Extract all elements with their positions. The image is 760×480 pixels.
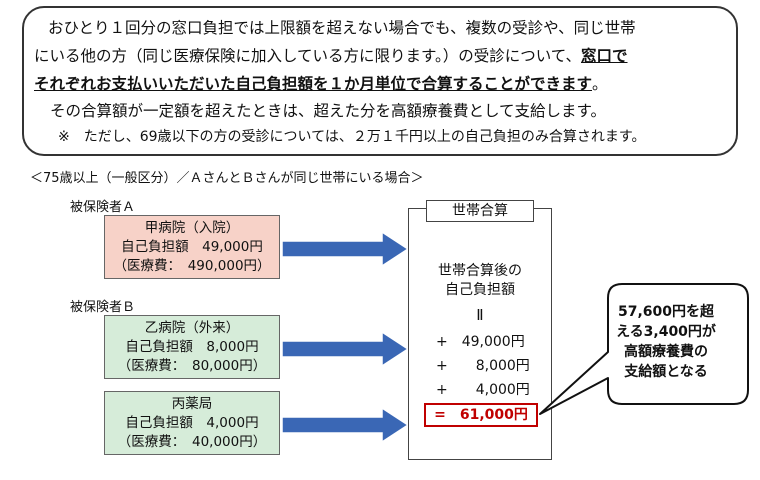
bill-cost: （医療費： 80,000円） (117, 358, 267, 374)
equals-sign: Ⅱ (476, 306, 484, 324)
info-box (22, 6, 738, 156)
household-total-panel (408, 208, 552, 460)
bill-name: 丙薬局 (171, 396, 213, 412)
info-line-2: にいる他の方（同じ医療保険に加入している方に限ります。）の受診について、窓口で (34, 46, 628, 66)
info-note: ※ ただし、69歳以下の方の受診については、２万１千円以上の自己負担のみ合算され… (58, 129, 646, 145)
household-item: + 49,000円 (436, 334, 525, 350)
bubble-line: 57,600円を超 (617, 304, 715, 320)
bill-copay: 自己負担額 8,000円 (125, 339, 259, 355)
insured-b-label: 被保険者Ｂ (70, 300, 136, 315)
bill-name: 乙病院（外来） (144, 320, 240, 336)
bill-name: 甲病院（入院） (144, 220, 240, 236)
info-line-3-emphasis: それぞれお支払いいただいた自己負担額を１か月単位で合算することができます (34, 75, 593, 93)
arrow-right-icon (282, 408, 410, 442)
pharmacy-hei-box: 丙薬局 自己負担額 4,000円 （医療費： 40,000円） (104, 391, 280, 455)
household-title: 世帯合算 (426, 200, 534, 222)
hospital-otsu-box: 乙病院（外来） 自己負担額 8,000円 （医療費： 80,000円） (104, 315, 280, 379)
hospital-koh-box: 甲病院（入院） 自己負担額 49,000円 （医療費： 490,000円） (104, 215, 280, 279)
arrow-right-icon (282, 332, 410, 366)
speech-bubble (539, 283, 749, 415)
bubble-message: 57,600円を超 える3,400円が 高額療養費の 支給額となる (584, 302, 748, 382)
bill-cost: （医療費： 40,000円） (117, 434, 267, 450)
arrow-right-icon (282, 232, 410, 266)
household-item: + 8,000円 (436, 358, 530, 374)
household-item: + 4,000円 (436, 382, 530, 398)
bubble-line: 支給額となる (624, 364, 708, 380)
household-subtitle-2: 自己負担額 (445, 282, 515, 298)
bill-copay: 自己負担額 4,000円 (125, 415, 259, 431)
info-line-1: おひとり１回分の窓口負担では上限額を超えない場合でも、複数の受診や、同じ世帯 (48, 19, 636, 37)
insured-a-label: 被保険者Ａ (70, 200, 136, 215)
info-line-3: それぞれお支払いいただいた自己負担額を１か月単位で合算することができます。 (34, 74, 608, 94)
info-line-4: その合算額が一定額を超えたときは、超えた分を高額療養費として支給します。 (50, 102, 606, 120)
household-subtitle-1: 世帯合算後の (438, 263, 522, 279)
bill-cost: （医療費： 490,000円） (113, 258, 271, 274)
bubble-line: 高額療養費の (624, 344, 708, 360)
household-total: = 61,000円 (424, 403, 538, 427)
info-line-2-emphasis: 窓口で (581, 47, 628, 65)
info-line-3-period: 。 (592, 75, 608, 93)
example-caption: ＜75歳以上（一般区分）／ＡさんとＢさんが同じ世帯にいる場合＞ (30, 171, 424, 186)
bill-copay: 自己負担額 49,000円 (121, 239, 263, 255)
bubble-line: える3,400円が (616, 324, 716, 340)
info-line-2-text: にいる他の方（同じ医療保険に加入している方に限ります。）の受診について、 (34, 47, 581, 65)
